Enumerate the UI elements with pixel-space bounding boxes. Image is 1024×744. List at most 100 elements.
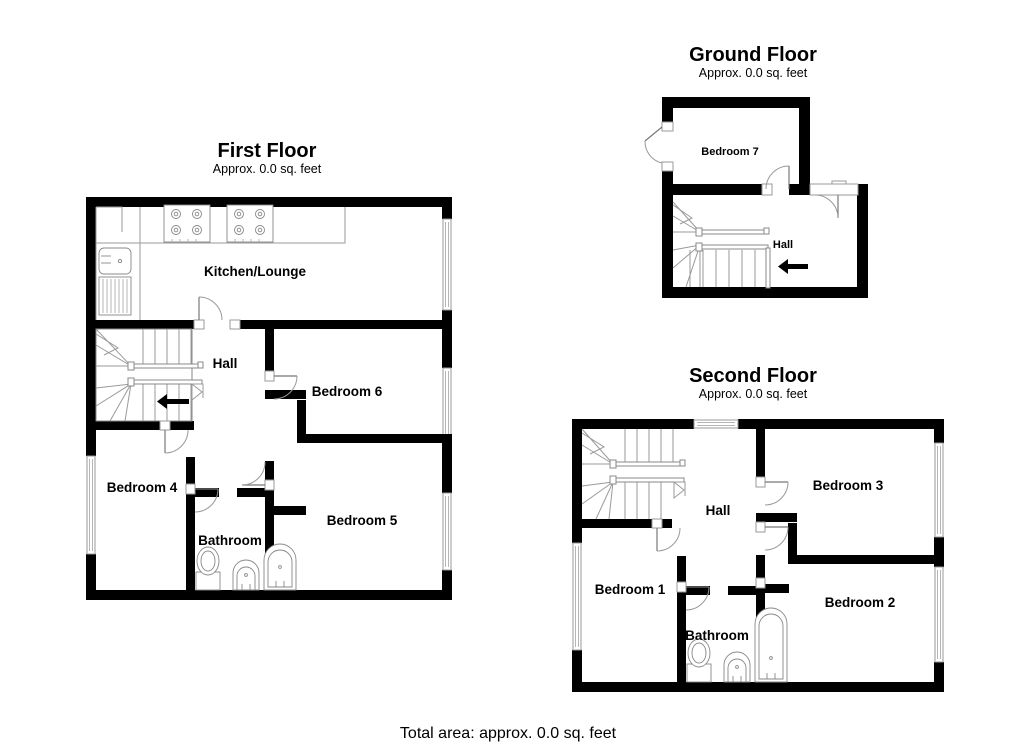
sf-stair-treads: [624, 429, 674, 519]
room-label-sf-hall: Hall: [706, 503, 731, 518]
second-floor-title: Second Floor: [689, 365, 817, 387]
iwall-bathroom-top-right: [237, 488, 274, 497]
gf-stair-treads: [689, 250, 756, 287]
sf-iwall-bathroom-top-l: [686, 586, 710, 595]
room-label-hall: Hall: [213, 356, 238, 371]
room-label-kitchen-lounge: Kitchen/Lounge: [204, 264, 306, 279]
window-right-1: [442, 218, 452, 311]
sf-wall-right-b: [934, 537, 944, 567]
first-floor-bathroom-fixtures: [195, 543, 297, 591]
sf-stair-winder: [581, 428, 614, 520]
wall-right-a: [442, 197, 452, 219]
first-floor-staircase: [95, 328, 204, 422]
second-floor-windows: [572, 419, 944, 663]
wall-bottom: [86, 590, 452, 600]
stair-handrail: [127, 361, 204, 402]
room-label-bedroom-6: Bedroom 6: [312, 384, 383, 399]
ground-floor-title: Ground Floor: [689, 44, 817, 66]
sf-window-right-1: [934, 442, 944, 538]
second-floor-bathroom-fixtures: [686, 607, 788, 683]
first-floor-room-labels: Kitchen/Lounge Hall Bedroom 6 Bedroom 4 …: [107, 264, 398, 548]
stair-winder: [95, 328, 132, 422]
wall-left: [86, 197, 96, 600]
first-floor-doors: [159, 296, 298, 513]
ground-floor-room-labels: Bedroom 7 Hall: [701, 146, 793, 251]
sf-iwall-bed1-top: [572, 519, 672, 528]
iwall-kitchen-bottom-left: [86, 320, 194, 329]
sink-icon: [98, 247, 132, 275]
window-left-1: [86, 455, 96, 555]
second-floor-doors: [651, 476, 789, 611]
gf-wall-right: [857, 184, 868, 298]
door-entry: [809, 180, 859, 219]
sf-window-left: [572, 542, 582, 651]
total-area-text: Total area: approx. 0.0 sq. feet: [400, 725, 617, 742]
wall-right-c: [442, 438, 452, 493]
door-bathroom: [185, 483, 219, 513]
window-right-2: [442, 367, 452, 439]
gf-stair-handrail: [695, 227, 771, 289]
first-floor-windows: [86, 218, 452, 571]
hob-icon-2: [226, 204, 274, 243]
iwall-bathroom-right: [265, 461, 274, 590]
sf-wall-right-a: [934, 419, 944, 443]
door-external-upper: [644, 121, 674, 172]
gf-stair-winder: [672, 201, 701, 288]
direction-arrow-icon: [157, 394, 189, 409]
iwall-bed4-top: [86, 421, 194, 430]
door-bedroom-7: [761, 165, 790, 196]
sf-wall-left-lower: [572, 650, 582, 692]
sf-stair-handrail: [609, 459, 686, 500]
room-label-bedroom-5: Bedroom 5: [327, 513, 398, 528]
iwall-bed5-jog: [274, 506, 306, 515]
hob-icon-1: [163, 204, 211, 243]
door-kitchen: [193, 296, 241, 330]
sf-iwall-bed1-right: [677, 556, 686, 682]
sf-wash-basin-icon: [723, 651, 751, 683]
sf-wall-top-right: [738, 419, 944, 429]
wall-right-b: [442, 310, 452, 368]
sf-wall-left-upper: [572, 419, 582, 543]
bathtub-icon: [263, 543, 297, 591]
sf-window-top: [693, 419, 739, 429]
sf-door-bedroom-2: [755, 521, 789, 551]
iwall-bed6-jog: [265, 390, 306, 399]
iwall-bed4-right: [186, 457, 195, 590]
first-floor-internal-walls: [86, 320, 452, 590]
gf-wall-bed7-right: [799, 97, 810, 184]
ground-floor-doors: [644, 121, 859, 219]
iwall-bed6-left: [297, 400, 306, 443]
room-label-bedroom-4: Bedroom 4: [107, 480, 178, 495]
toilet-icon: [195, 546, 221, 591]
counter-top-run: [140, 207, 346, 244]
sf-iwall-hall-bed3: [756, 429, 765, 477]
ground-floor-group: Ground Floor Approx. 0.0 sq. feet: [644, 44, 868, 298]
iwall-hall-bed6: [265, 329, 274, 371]
gf-direction-arrow-icon: [778, 259, 808, 274]
door-bedroom-6: [264, 370, 298, 400]
first-floor-kitchen-units: [95, 204, 346, 320]
first-floor-subtitle: Approx. 0.0 sq. feet: [213, 162, 322, 176]
room-label-bedroom-1: Bedroom 1: [595, 582, 666, 597]
door-bedroom-4: [159, 420, 189, 454]
room-label-bedroom-7: Bedroom 7: [701, 146, 758, 158]
gf-wall-left-upper: [662, 97, 673, 128]
second-floor-room-labels: Hall Bedroom 3 Bedroom 1 Bedroom 2 Bathr…: [595, 478, 896, 643]
ground-floor-subtitle: Approx. 0.0 sq. feet: [699, 66, 808, 80]
drainer-icon: [98, 276, 132, 316]
iwall-bed5-left: [265, 488, 274, 514]
sf-iwall-bathroom-top-r: [728, 586, 765, 595]
sf-window-right-2: [934, 566, 944, 663]
corner-unit: [96, 206, 123, 232]
gf-wall-top: [662, 97, 810, 108]
room-label-sf-bathroom: Bathroom: [685, 628, 749, 643]
iwall-bathroom-top-left: [195, 488, 219, 497]
sf-iwall-bed3-left: [788, 523, 797, 564]
wall-top: [86, 197, 452, 207]
gf-wall-bed7-bottom: [662, 184, 762, 195]
gf-wall-left-lower: [662, 170, 673, 298]
sf-wall-bottom: [572, 682, 944, 692]
sf-door-bedroom-3: [755, 476, 789, 506]
